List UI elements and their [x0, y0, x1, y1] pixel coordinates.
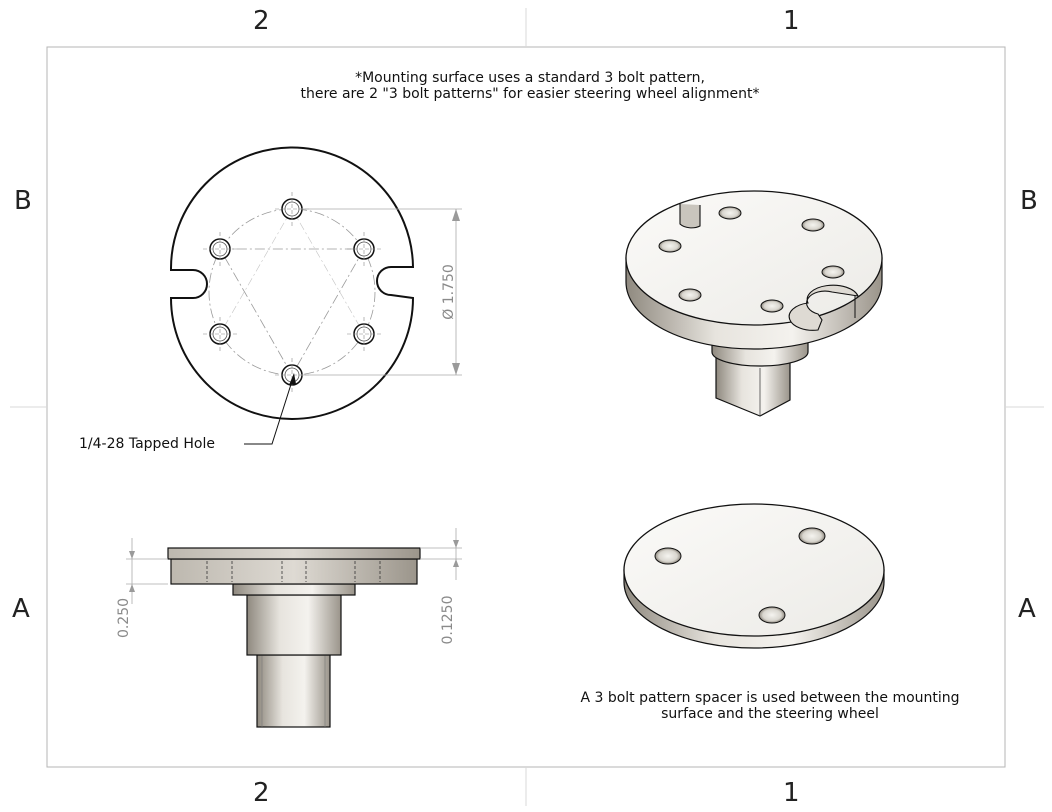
iso-spacer-hole	[654, 547, 682, 565]
spacer-note-line1: A 3 bolt pattern spacer is used between …	[580, 690, 960, 706]
spacer-note: A 3 bolt pattern spacer is used between …	[530, 690, 1010, 722]
mounting-note-line2: there are 2 "3 bolt patterns" for easier…	[300, 86, 760, 102]
zone-bottom-2: 2	[253, 778, 270, 808]
iso-hole	[801, 218, 825, 232]
shaft-collar	[232, 583, 356, 596]
zone-bottom-1: 1	[783, 778, 800, 808]
spacer-plate	[167, 547, 421, 560]
bolt-hole	[347, 232, 381, 266]
hub-height-label: 0.250	[116, 598, 132, 638]
zone-right-A: A	[1018, 594, 1036, 624]
top-view-drawing: Ø 1.750	[169, 146, 462, 445]
iso-hole	[760, 299, 784, 313]
flange-thickness-label: 0.1250	[440, 596, 456, 645]
iso-hole	[678, 288, 702, 302]
flange-thickness-dimension: 0.1250	[420, 528, 462, 645]
zone-top-1: 1	[783, 6, 800, 36]
bolt-hole	[203, 317, 237, 351]
mounting-note: *Mounting surface uses a standard 3 bolt…	[200, 70, 860, 102]
hub-height-dimension: 0.250	[116, 538, 168, 638]
plate-outline	[169, 146, 415, 420]
iso-slot-back	[679, 204, 701, 229]
zone-right-B: B	[1020, 186, 1038, 216]
isometric-spacer	[623, 503, 885, 649]
iso-spacer-top	[623, 503, 885, 637]
iso-hole	[658, 239, 682, 253]
bolt-triangle	[219, 248, 365, 376]
iso-disk-top	[625, 190, 883, 326]
iso-spacer-hole	[758, 606, 786, 624]
mounting-note-line1: *Mounting surface uses a standard 3 bolt…	[355, 70, 705, 86]
callout-leader	[244, 377, 294, 445]
iso-hole	[821, 265, 845, 279]
shaft-upper	[246, 594, 342, 656]
tapped-hole-callout: 1/4-28 Tapped Hole	[79, 436, 215, 452]
zone-left-A: A	[12, 594, 30, 624]
hidden-lines	[206, 561, 381, 582]
side-view-drawing: 0.250 0.1250	[116, 528, 462, 728]
drawing-border	[46, 46, 1006, 768]
spacer-note-line2: surface and the steering wheel	[661, 706, 879, 722]
iso-spacer-hole	[798, 527, 826, 545]
zone-top-2: 2	[253, 6, 270, 36]
iso-slot-front	[788, 284, 859, 331]
zone-left-B: B	[14, 186, 32, 216]
shaft-lower	[256, 654, 331, 728]
isometric-hub	[625, 190, 883, 417]
iso-hole	[718, 206, 742, 220]
bolt-hole	[203, 232, 237, 266]
diameter-dimension: Ø 1.750	[300, 208, 462, 376]
callout-arrow	[289, 373, 296, 385]
bolt-hole	[347, 317, 381, 351]
diameter-label: Ø 1.750	[441, 264, 457, 320]
